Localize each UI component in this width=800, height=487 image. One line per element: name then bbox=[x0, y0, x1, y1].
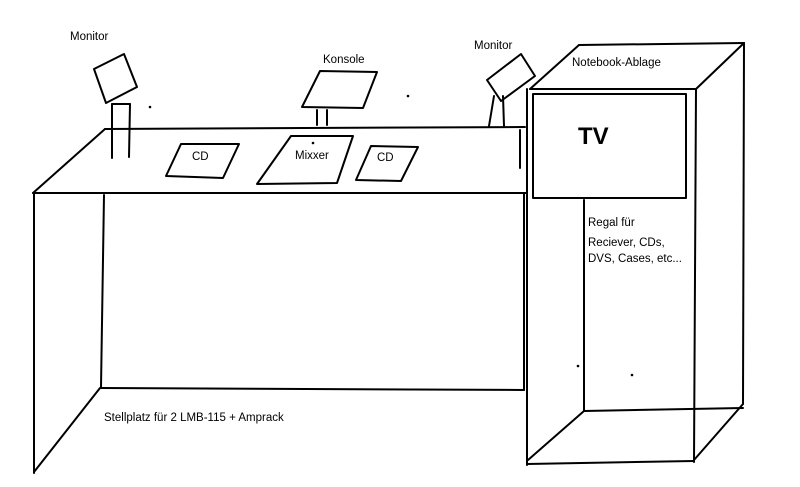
shelf-top-left-edge bbox=[529, 44, 580, 90]
label-regal-line3: DVS, Cases, etc... bbox=[588, 253, 682, 265]
desk-top-left-edge bbox=[32, 128, 106, 194]
label-cd-left: CD bbox=[192, 151, 209, 163]
stray-dot bbox=[406, 94, 410, 98]
monitor-right-screen bbox=[486, 53, 536, 102]
tv-screen bbox=[532, 93, 687, 199]
shelf-top-right-edge bbox=[695, 42, 745, 90]
monitor-right bbox=[486, 53, 536, 127]
monitor-left-screen bbox=[93, 53, 138, 104]
desk-floor-left-edge bbox=[33, 387, 101, 473]
shelf-inner-base-diagonal bbox=[527, 410, 585, 461]
label-notebook-ablage: Notebook-Ablage bbox=[572, 57, 661, 69]
cd-player-left bbox=[165, 143, 240, 179]
label-monitor-left: Monitor bbox=[70, 31, 109, 43]
shelf-top-back-edge bbox=[578, 42, 745, 46]
shelf-bottom-front-edge bbox=[526, 460, 695, 465]
desk-top-back-edge bbox=[104, 126, 526, 130]
konsole bbox=[301, 70, 410, 126]
label-tv: TV bbox=[578, 123, 609, 150]
stray-dot bbox=[576, 364, 580, 368]
cd-player-right bbox=[355, 145, 419, 182]
monitor-right-stand-left bbox=[488, 95, 495, 127]
desk-back-left-leg bbox=[100, 194, 105, 388]
stray-dot bbox=[630, 373, 634, 377]
shelf-front-right-edge bbox=[693, 88, 697, 463]
mixer bbox=[256, 135, 354, 185]
shelf-back-right-edge bbox=[742, 42, 745, 405]
shelf-base-back-right bbox=[693, 403, 744, 461]
stray-dot bbox=[311, 141, 315, 145]
label-cd-right: CD bbox=[377, 152, 394, 164]
label-stellplatz: Stellplatz für 2 LMB-115 + Amprack bbox=[104, 412, 284, 424]
konsole-screen bbox=[301, 70, 378, 109]
label-konsole: Konsole bbox=[323, 54, 365, 66]
desk-floor-back-edge bbox=[100, 387, 525, 391]
monitor-right-stand-right bbox=[502, 95, 505, 127]
shelf-inner-bottom bbox=[583, 407, 744, 412]
desk bbox=[32, 126, 528, 474]
monitor-left-stand-right bbox=[128, 103, 131, 158]
monitor-left bbox=[93, 53, 152, 159]
stray-dot bbox=[148, 105, 152, 109]
label-monitor-right: Monitor bbox=[474, 40, 513, 52]
label-regal-line1: Regal für bbox=[588, 217, 635, 229]
shelf-cabinet bbox=[526, 42, 745, 466]
label-mixxer: Mixxer bbox=[295, 150, 329, 162]
label-regal-line2: Reciever, CDs, bbox=[588, 237, 665, 249]
